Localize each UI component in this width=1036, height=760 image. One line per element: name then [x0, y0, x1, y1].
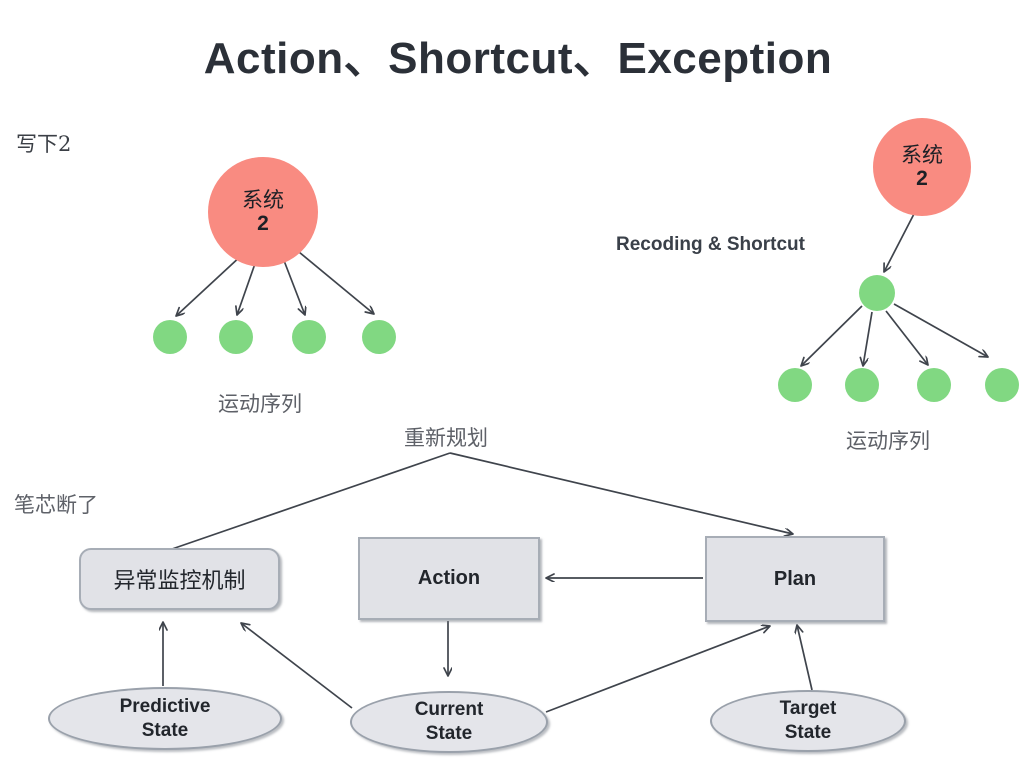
box-exception-monitor-label: 异常监控机制 [113, 569, 246, 594]
edge-right-mid-leaf-4 [893, 303, 988, 357]
box-action-label: Action [417, 567, 481, 589]
edge-left-root-leaf-2 [237, 257, 258, 315]
right-leaf-node-4[interactable] [985, 368, 1019, 402]
box-plan[interactable]: Plan [705, 536, 885, 622]
box-exception-monitor[interactable]: 异常监控机制 [79, 548, 280, 610]
right-root-label-line1: 系统 [901, 142, 943, 167]
edge-right-root-intermediate [884, 211, 916, 272]
label-recoding-shortcut: Recoding & Shortcut [616, 234, 805, 255]
edge-left-root-leaf-1 [176, 253, 244, 316]
edge-right-mid-leaf-2 [863, 311, 873, 366]
left-root-node[interactable]: 系统 2 [208, 157, 318, 267]
right-root-label-line2: 2 [916, 167, 928, 190]
edge-left-root-leaf-4 [298, 251, 374, 314]
left-root-label-line2: 2 [257, 212, 269, 235]
edge-target-to-plan [797, 625, 813, 691]
right-leaf-node-2[interactable] [845, 368, 879, 402]
right-leaf-node-1[interactable] [778, 368, 812, 402]
label-write-two: 写下2 [16, 132, 72, 156]
label-motor-sequence-left: 运动序列 [218, 392, 302, 416]
box-action[interactable]: Action [358, 537, 540, 620]
left-leaf-node-2[interactable] [219, 320, 253, 354]
left-leaf-node-4[interactable] [362, 320, 396, 354]
left-leaf-node-1[interactable] [153, 320, 187, 354]
label-replan: 重新规划 [404, 426, 488, 450]
page-title: Action、Shortcut、Exception [203, 34, 833, 83]
left-root-label-line1: 系统 [242, 187, 284, 212]
box-plan-label: Plan [773, 567, 817, 590]
left-leaf-node-3[interactable] [292, 320, 326, 354]
edge-replan-to-plan [449, 452, 793, 534]
edge-left-root-leaf-3 [282, 257, 305, 315]
label-motor-sequence-right: 运动序列 [846, 429, 930, 453]
edge-replan-to-exception [171, 452, 451, 550]
edge-right-mid-leaf-3 [885, 310, 928, 365]
right-leaf-node-3[interactable] [917, 368, 951, 402]
edge-current-to-exception [241, 623, 353, 709]
label-pencil-broke: 笔芯断了 [14, 493, 98, 517]
right-intermediate-node[interactable] [859, 275, 895, 311]
edge-right-mid-leaf-1 [801, 305, 863, 366]
right-root-node[interactable]: 系统 2 [873, 118, 971, 216]
